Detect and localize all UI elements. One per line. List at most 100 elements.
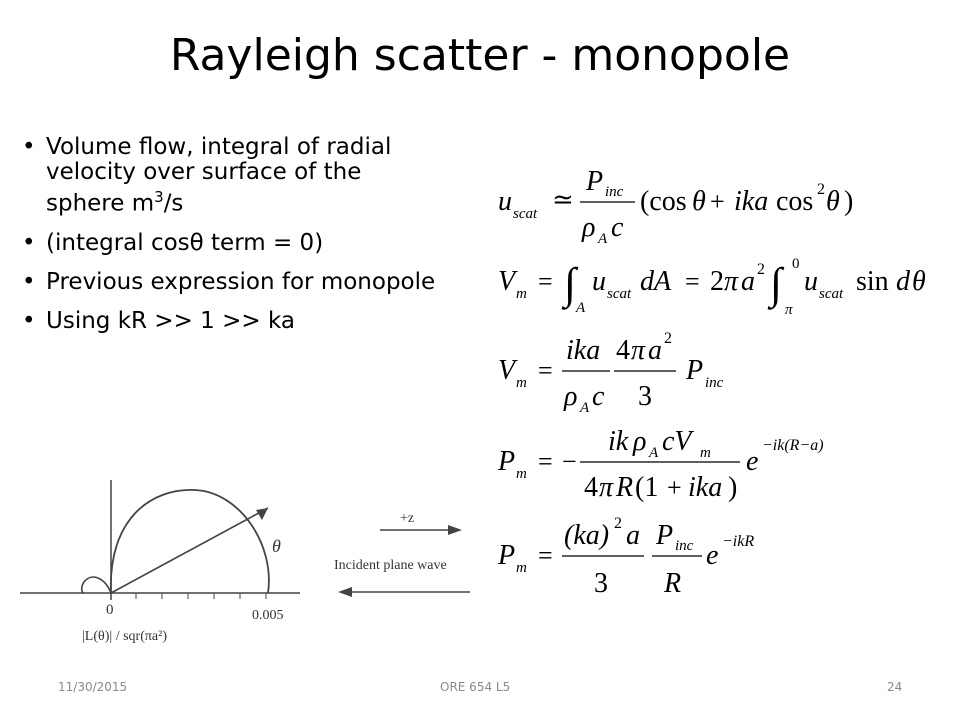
svg-text:V: V xyxy=(498,355,518,386)
svg-text:m: m xyxy=(700,445,711,461)
bullet-dot: • xyxy=(22,134,36,160)
equation-volume-result: V m = ika ρ A c 4 π a 2 3 P inc xyxy=(498,330,724,415)
svg-text:R: R xyxy=(615,472,633,503)
svg-text:u: u xyxy=(804,266,818,297)
svg-text:dA: dA xyxy=(640,266,672,297)
svg-text:−ikR: −ikR xyxy=(722,533,754,550)
svg-text:2: 2 xyxy=(614,515,622,532)
svg-text:): ) xyxy=(844,186,853,217)
svg-text:π: π xyxy=(785,302,793,318)
svg-text:π: π xyxy=(724,266,739,297)
svg-text:scat: scat xyxy=(513,206,538,222)
svg-text:u: u xyxy=(498,186,512,217)
svg-text:=: = xyxy=(538,447,553,476)
origin-label: 0 xyxy=(106,602,114,618)
equation-u-scat: u scat ≃ P inc ρ A c (cos θ + ika cos 2 … xyxy=(498,166,853,247)
bullet-dot: • xyxy=(22,307,36,334)
bullet-item: • (integral cosθ term = 0) xyxy=(22,229,442,256)
scattering-pattern-figure: θ 0 0.005 |L(θ)| / sqr(πa²) +z Incident … xyxy=(20,480,470,644)
svg-text:R: R xyxy=(663,568,681,599)
svg-text:ika: ika xyxy=(566,335,600,366)
svg-text:ρ: ρ xyxy=(632,426,646,457)
bullet-list: • Volume flow, integral of radial velocit… xyxy=(22,135,442,348)
svg-text:4: 4 xyxy=(584,472,598,503)
svg-text:sin: sin xyxy=(856,266,889,297)
svg-text:∫: ∫ xyxy=(767,259,785,310)
svg-text:3: 3 xyxy=(594,568,608,599)
svg-text:ika: ika xyxy=(688,472,722,503)
svg-text:(ka): (ka) xyxy=(564,520,609,551)
theta-label: θ xyxy=(272,536,281,556)
svg-text:P: P xyxy=(497,540,515,571)
footer-course: ORE 654 L5 xyxy=(440,680,511,694)
svg-text:scat: scat xyxy=(819,286,844,302)
bullet-dot: • xyxy=(22,229,36,256)
back-lobe xyxy=(80,576,112,594)
svg-text:ika: ika xyxy=(734,186,768,217)
svg-text:π: π xyxy=(631,335,646,366)
footer-date: 11/30/2015 xyxy=(58,680,128,694)
bullet-text: Volume flow, integral of radial velocity… xyxy=(46,134,392,217)
svg-text:a: a xyxy=(626,520,640,551)
svg-text:ik: ik xyxy=(608,426,629,457)
svg-text:3: 3 xyxy=(638,381,652,412)
svg-text:θ: θ xyxy=(826,186,840,217)
svg-text:(cos: (cos xyxy=(640,186,687,217)
bullet-text: Previous expression for monopole xyxy=(46,268,436,295)
bullet-item: • Using kR >> 1 >> ka xyxy=(22,307,442,334)
svg-text:2: 2 xyxy=(710,266,724,297)
svg-text:cos: cos xyxy=(776,186,813,217)
svg-text:θ: θ xyxy=(692,186,706,217)
equation-pressure-full: P m = − ik ρ A cV m 4 π R (1 + ika ) e −… xyxy=(497,426,824,503)
bullet-superscript: 3 xyxy=(154,188,164,206)
svg-text:A: A xyxy=(648,445,659,461)
equation-volume-integral: V m = ∫ A u scat dA = 2 π a 2 ∫ 0 π u sc… xyxy=(498,256,926,318)
bullet-text: (integral cosθ term = 0) xyxy=(46,229,324,256)
svg-text:m: m xyxy=(516,375,527,391)
svg-text:a: a xyxy=(648,335,662,366)
svg-text:A: A xyxy=(597,231,608,247)
svg-text:a: a xyxy=(741,266,755,297)
svg-text:ρ: ρ xyxy=(563,381,577,412)
svg-text:V: V xyxy=(498,266,518,297)
svg-text:2: 2 xyxy=(664,330,672,347)
bullet-item: • Volume flow, integral of radial velocit… xyxy=(22,135,442,217)
svg-text:=: = xyxy=(538,267,553,296)
svg-text:2: 2 xyxy=(757,261,765,278)
svg-text:≃: ≃ xyxy=(552,185,574,214)
theta-arrow xyxy=(110,507,269,594)
svg-text:=: = xyxy=(685,267,700,296)
svg-text:e: e xyxy=(746,446,758,477)
svg-text:2: 2 xyxy=(817,181,825,198)
z-label: +z xyxy=(400,511,414,526)
svg-text:4: 4 xyxy=(616,335,630,366)
svg-text:inc: inc xyxy=(705,375,724,391)
svg-text:=: = xyxy=(538,356,553,385)
equation-pressure-approx: P m = (ka) 2 a 3 P inc R e −ikR xyxy=(497,515,754,599)
bullet-text-tail: /s xyxy=(163,190,184,217)
svg-text:P: P xyxy=(655,520,673,551)
svg-text:m: m xyxy=(516,286,527,302)
svg-text:+: + xyxy=(667,473,682,502)
svg-text:+: + xyxy=(710,187,725,216)
page-title: Rayleigh scatter - monopole xyxy=(169,30,791,81)
svg-text:A: A xyxy=(575,300,586,316)
svg-text:P: P xyxy=(585,166,603,197)
svg-text:−ik(R−a): −ik(R−a) xyxy=(762,437,824,454)
svg-text:inc: inc xyxy=(675,538,694,554)
svg-text:(1: (1 xyxy=(635,472,658,503)
forward-lobe xyxy=(110,489,270,594)
svg-text:m: m xyxy=(516,560,527,576)
svg-text:inc: inc xyxy=(605,184,624,200)
svg-text:scat: scat xyxy=(607,286,632,302)
svg-text:d: d xyxy=(896,266,911,297)
svg-text:∫: ∫ xyxy=(561,259,579,310)
svg-text:c: c xyxy=(611,212,624,243)
bullet-text: Using kR >> 1 >> ka xyxy=(46,307,295,334)
svg-text:π: π xyxy=(599,472,614,503)
svg-text:ρ: ρ xyxy=(581,212,595,243)
svg-text:P: P xyxy=(497,446,515,477)
footer-page-number: 24 xyxy=(887,680,903,694)
bullet-dot: • xyxy=(22,268,36,295)
bullet-item: • Previous expression for monopole xyxy=(22,268,442,295)
